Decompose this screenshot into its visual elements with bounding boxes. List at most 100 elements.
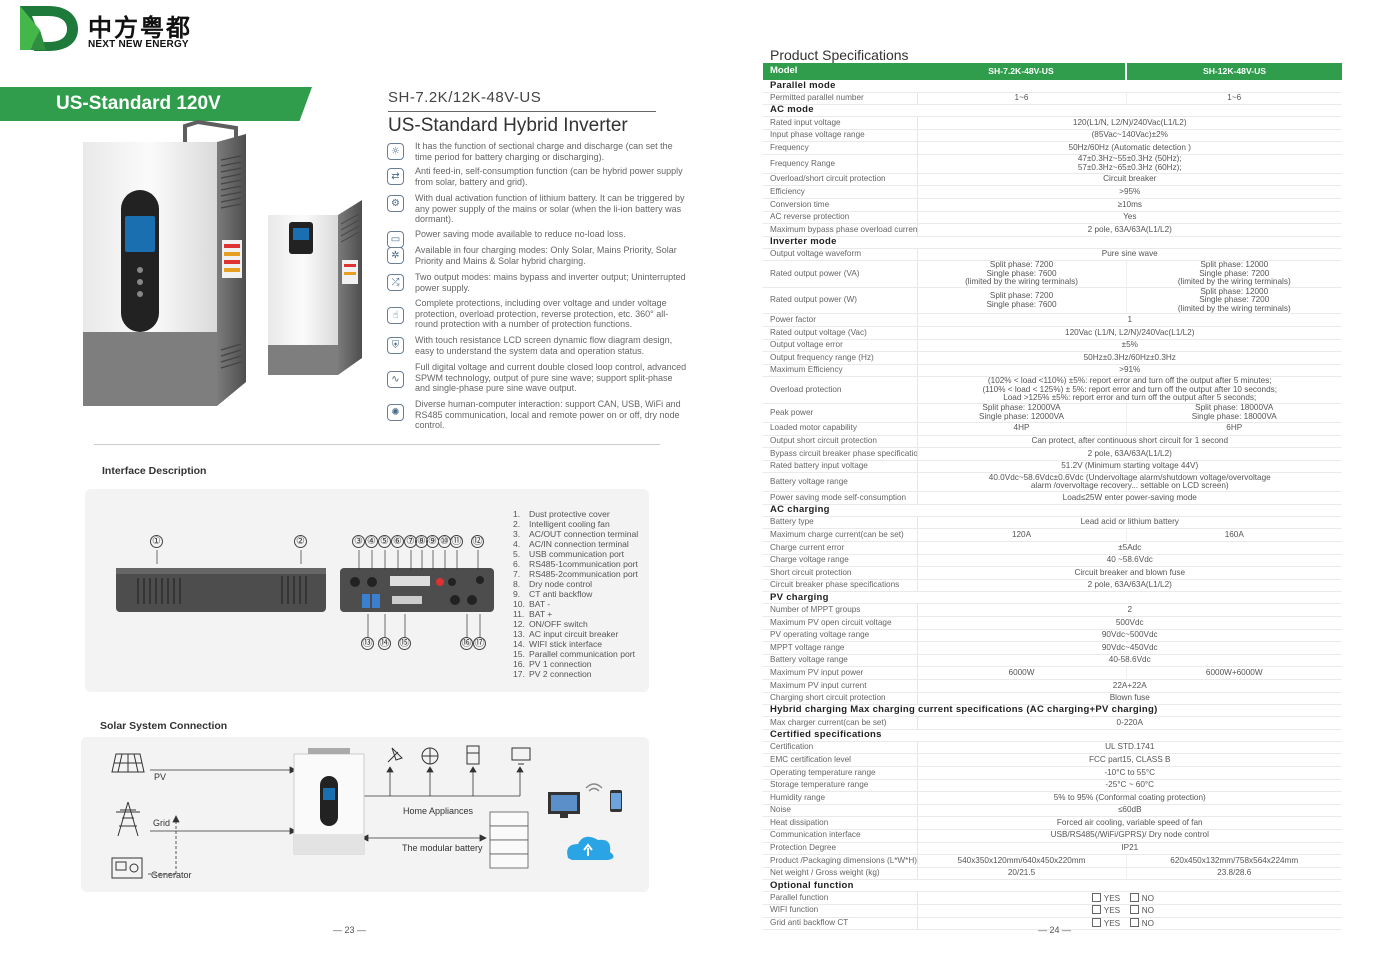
battery-stack-icon xyxy=(489,811,529,869)
page-number-right: — 24 — xyxy=(1038,925,1072,935)
spec-label: Storage temperature range xyxy=(763,779,918,793)
spec-label: Maximum charge current(can be set) xyxy=(763,528,918,543)
spec-value-model-1: Split phase: 7200 Single phase: 7600 (li… xyxy=(917,260,1126,288)
pv-label: PV xyxy=(154,772,167,782)
spec-value-model-2: 6HP xyxy=(1125,422,1342,436)
interface-legend-item: 1.Dust protective cover xyxy=(513,509,610,519)
checkbox[interactable] xyxy=(1091,918,1101,928)
spec-value: ≥10ms xyxy=(917,198,1342,212)
section-row: PV charging xyxy=(763,591,1342,605)
spec-label: Input phase voltage range xyxy=(763,129,918,143)
phone-icon xyxy=(610,790,622,812)
banner-title: US-Standard 120V xyxy=(56,93,221,114)
spec-label: Heat dissipation xyxy=(763,816,918,830)
battery-label: The modular battery xyxy=(402,843,483,853)
no-option[interactable]: NO xyxy=(1129,918,1168,929)
spec-label: EMC certification level xyxy=(763,753,918,767)
spec-label: Power factor xyxy=(763,313,918,328)
interface-legend-item: 9.CT anti backflow xyxy=(513,589,593,599)
checkbox[interactable] xyxy=(1129,905,1139,915)
spec-value-model-2: Split phase: 12000 Single phase: 7200 (l… xyxy=(1125,287,1342,315)
spec-row: Input phase voltage range(85Vac~140Vac)±… xyxy=(763,129,1342,143)
no-option[interactable]: NO xyxy=(1129,892,1168,904)
shield-icon: ⛨ xyxy=(387,337,404,354)
spec-label: Rated output power (VA) xyxy=(763,260,918,288)
spec-label: Number of MPPT groups xyxy=(763,603,918,618)
spec-label: Output voltage error xyxy=(763,339,918,353)
checkbox[interactable] xyxy=(1129,918,1139,928)
checkbox[interactable] xyxy=(1091,905,1101,915)
checkbox[interactable] xyxy=(1091,892,1101,902)
no-option[interactable]: NO xyxy=(1129,905,1168,916)
interface-legend-item: 8.Dry node control xyxy=(513,579,593,589)
solar-title: Solar System Connection xyxy=(100,720,228,732)
section-heading: Certified specifications xyxy=(763,729,1342,742)
feature-item: ✺Diverse human-computer interaction: sup… xyxy=(387,399,687,435)
interface-legend-item: 7.RS485-2communication port xyxy=(513,569,638,579)
yes-option[interactable]: YES xyxy=(1091,905,1130,916)
spec-value: 500Vdc xyxy=(917,616,1342,630)
callout-number: ④ xyxy=(365,535,378,548)
feature-item: ⇄Anti feed-in, self-consumption function… xyxy=(387,166,687,192)
spec-value: 40-58.6Vdc xyxy=(917,654,1342,668)
spec-value-model-2: 6000W+6000W xyxy=(1125,666,1342,680)
section-heading: Optional function xyxy=(763,879,1342,893)
feature-item: ☝Complete protections, including over vo… xyxy=(387,298,687,334)
interface-legend-item: 3.AC/OUT connection terminal xyxy=(513,529,639,539)
section-row: AC charging xyxy=(763,504,1342,517)
spec-row: Storage temperature range-25°C ~ 60°C xyxy=(763,779,1342,793)
spec-value: Blown fuse xyxy=(917,692,1342,706)
spec-label: Overload protection xyxy=(763,376,918,404)
spec-value: 40 ~58.6Vdc xyxy=(917,554,1342,568)
feature-item: ⚙With dual activation function of lithiu… xyxy=(387,193,687,227)
section-row: Parallel mode xyxy=(763,80,1342,93)
feature-item: ⤮Two output modes: mains bypass and inve… xyxy=(387,272,687,298)
spec-value-model-1: 4HP xyxy=(917,422,1126,436)
spec-value-model-2: 1~6 xyxy=(1125,92,1342,106)
spec-row: Bypass circuit breaker phase specificati… xyxy=(763,447,1342,461)
spec-label: Net weight / Gross weight (kg) xyxy=(763,867,918,881)
yes-option[interactable]: YES xyxy=(1091,918,1130,929)
callout-number: ⑯ xyxy=(460,637,473,650)
spec-label: MPPT voltage range xyxy=(763,641,918,655)
spec-value: Lead acid or lithium battery xyxy=(917,516,1342,530)
spec-label: Maximum bypass phase overload current xyxy=(763,223,918,237)
spec-label: Frequency xyxy=(763,141,918,155)
interface-photo xyxy=(116,568,494,612)
spec-value: Load≤25W enter power-saving mode xyxy=(917,491,1342,505)
interface-legend-item: 13.AC input circuit breaker xyxy=(513,629,619,639)
section-row: Certified specifications xyxy=(763,729,1342,742)
spec-title: Product Specifications xyxy=(770,47,909,63)
spec-label: Overload/short circuit protection xyxy=(763,173,918,187)
interface-legend-item: 10.BAT - xyxy=(513,599,551,609)
spec-value: 22A+22A xyxy=(917,679,1342,693)
yes-option[interactable]: YES xyxy=(1091,892,1130,904)
checkbox[interactable] xyxy=(1129,892,1139,902)
spec-row: Overload protection(102% < load <110%) ±… xyxy=(763,376,1342,404)
section-heading: Inverter mode xyxy=(763,236,1342,249)
spec-row: Output frequency range (Hz)50Hz±0.3Hz/60… xyxy=(763,351,1342,365)
spec-label: Battery type xyxy=(763,516,918,530)
callout-number: ⑫ xyxy=(471,535,484,548)
settings-icon: ✲ xyxy=(387,247,404,264)
spec-value: Yes xyxy=(917,211,1342,225)
spec-label: Frequency Range xyxy=(763,154,918,174)
generator-label: Generator xyxy=(151,870,192,880)
model-numbers: SH-7.2K/12K-48V-US xyxy=(388,89,542,106)
feature-item: ✲Available in four charging modes: Only … xyxy=(387,245,687,271)
spec-label: AC reverse protection xyxy=(763,211,918,225)
callout-number: ⑰ xyxy=(473,637,486,650)
interface-legend-item: 4.AC/IN connection terminal xyxy=(513,539,629,549)
